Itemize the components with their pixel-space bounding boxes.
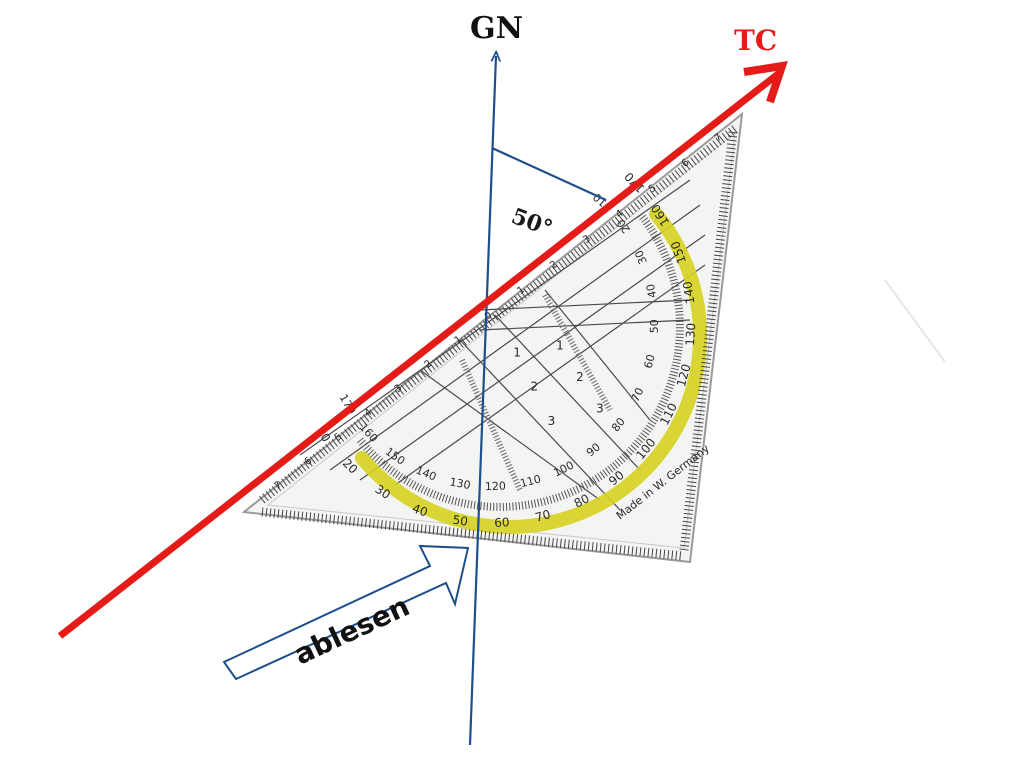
edge-cm-scale: 0 1 1 2 2 3 3 4 4 5 5 6 6 7 7 [273, 132, 725, 493]
outer-scale-label: 30 [373, 482, 393, 502]
outer-scale-label: 130 [683, 322, 698, 346]
edge-scale-label: 3 [581, 233, 593, 246]
outer-scale-label: 40 [410, 501, 429, 519]
center-scales [459, 293, 613, 492]
edge-scale-label: 6 [303, 455, 315, 468]
edge-scale-label: 4 [363, 407, 375, 420]
grid-north-line [468, 56, 496, 746]
true-course-label: TC [734, 24, 777, 57]
center-scale-label: 3 [596, 401, 604, 415]
hypotenuse-ticks [259, 124, 739, 504]
edge-scale-label: 5 [333, 431, 345, 444]
center-scale-label: 1 [513, 345, 521, 359]
inner-scale-label: 70 [629, 386, 647, 404]
outer-scale-label: 50 [452, 513, 469, 529]
edge-scale-label: 7 [273, 480, 285, 493]
angle-label: 50° [508, 203, 556, 242]
edge-scale-label: 1 [515, 284, 527, 297]
angle-indicator [491, 146, 607, 202]
outer-scale-label: 80 [572, 491, 592, 510]
edge-scale-label: 2 [548, 259, 560, 272]
edge-scale-label: 2 [423, 358, 435, 371]
edge-scale-label: 3 [393, 383, 405, 396]
outer-scale-label: 140 [680, 280, 697, 305]
edge-scale-label: 5 [647, 183, 659, 196]
edge-scale-label: 4 [614, 208, 626, 221]
ruler-grid-lines [299, 179, 706, 511]
inner-scale-label: 40 [644, 283, 659, 299]
center-scale-label: 1 [556, 338, 564, 352]
protractor-arc-ticks [356, 211, 684, 511]
center-scale-label: 2 [576, 370, 584, 384]
center-cm-scale: 1 1 2 2 3 3 [513, 338, 604, 428]
inner-scale-label: 130 [449, 475, 472, 492]
edge-scale-label: 0 [483, 310, 495, 323]
true-course-line [57, 71, 781, 639]
edge-scale-label: 1 [453, 334, 465, 347]
read-hint-arrow [222, 544, 470, 681]
outer-scale-label: 70 [534, 507, 552, 525]
inner-scale-label: 110 [519, 473, 543, 491]
true-course-arrowhead [743, 61, 788, 104]
outer-scale-label: 120 [674, 362, 694, 388]
set-square-body [241, 111, 744, 564]
center-scale-label: 2 [530, 380, 538, 394]
edge-scale-label: 7 [713, 132, 725, 145]
inner-scale-label: 120 [485, 480, 506, 494]
grid-north-label: GN [470, 11, 523, 46]
outer-scale-label: 60 [494, 515, 510, 530]
center-scale-label: 3 [548, 414, 556, 428]
protractor-arc [355, 207, 707, 535]
edge-scale-label: 6 [680, 157, 692, 170]
inner-scale-label: 30 [632, 248, 649, 266]
inner-scale-label: 50 [648, 319, 661, 333]
inner-scale-label: 60 [642, 353, 658, 370]
faint-guide-line [884, 279, 946, 363]
